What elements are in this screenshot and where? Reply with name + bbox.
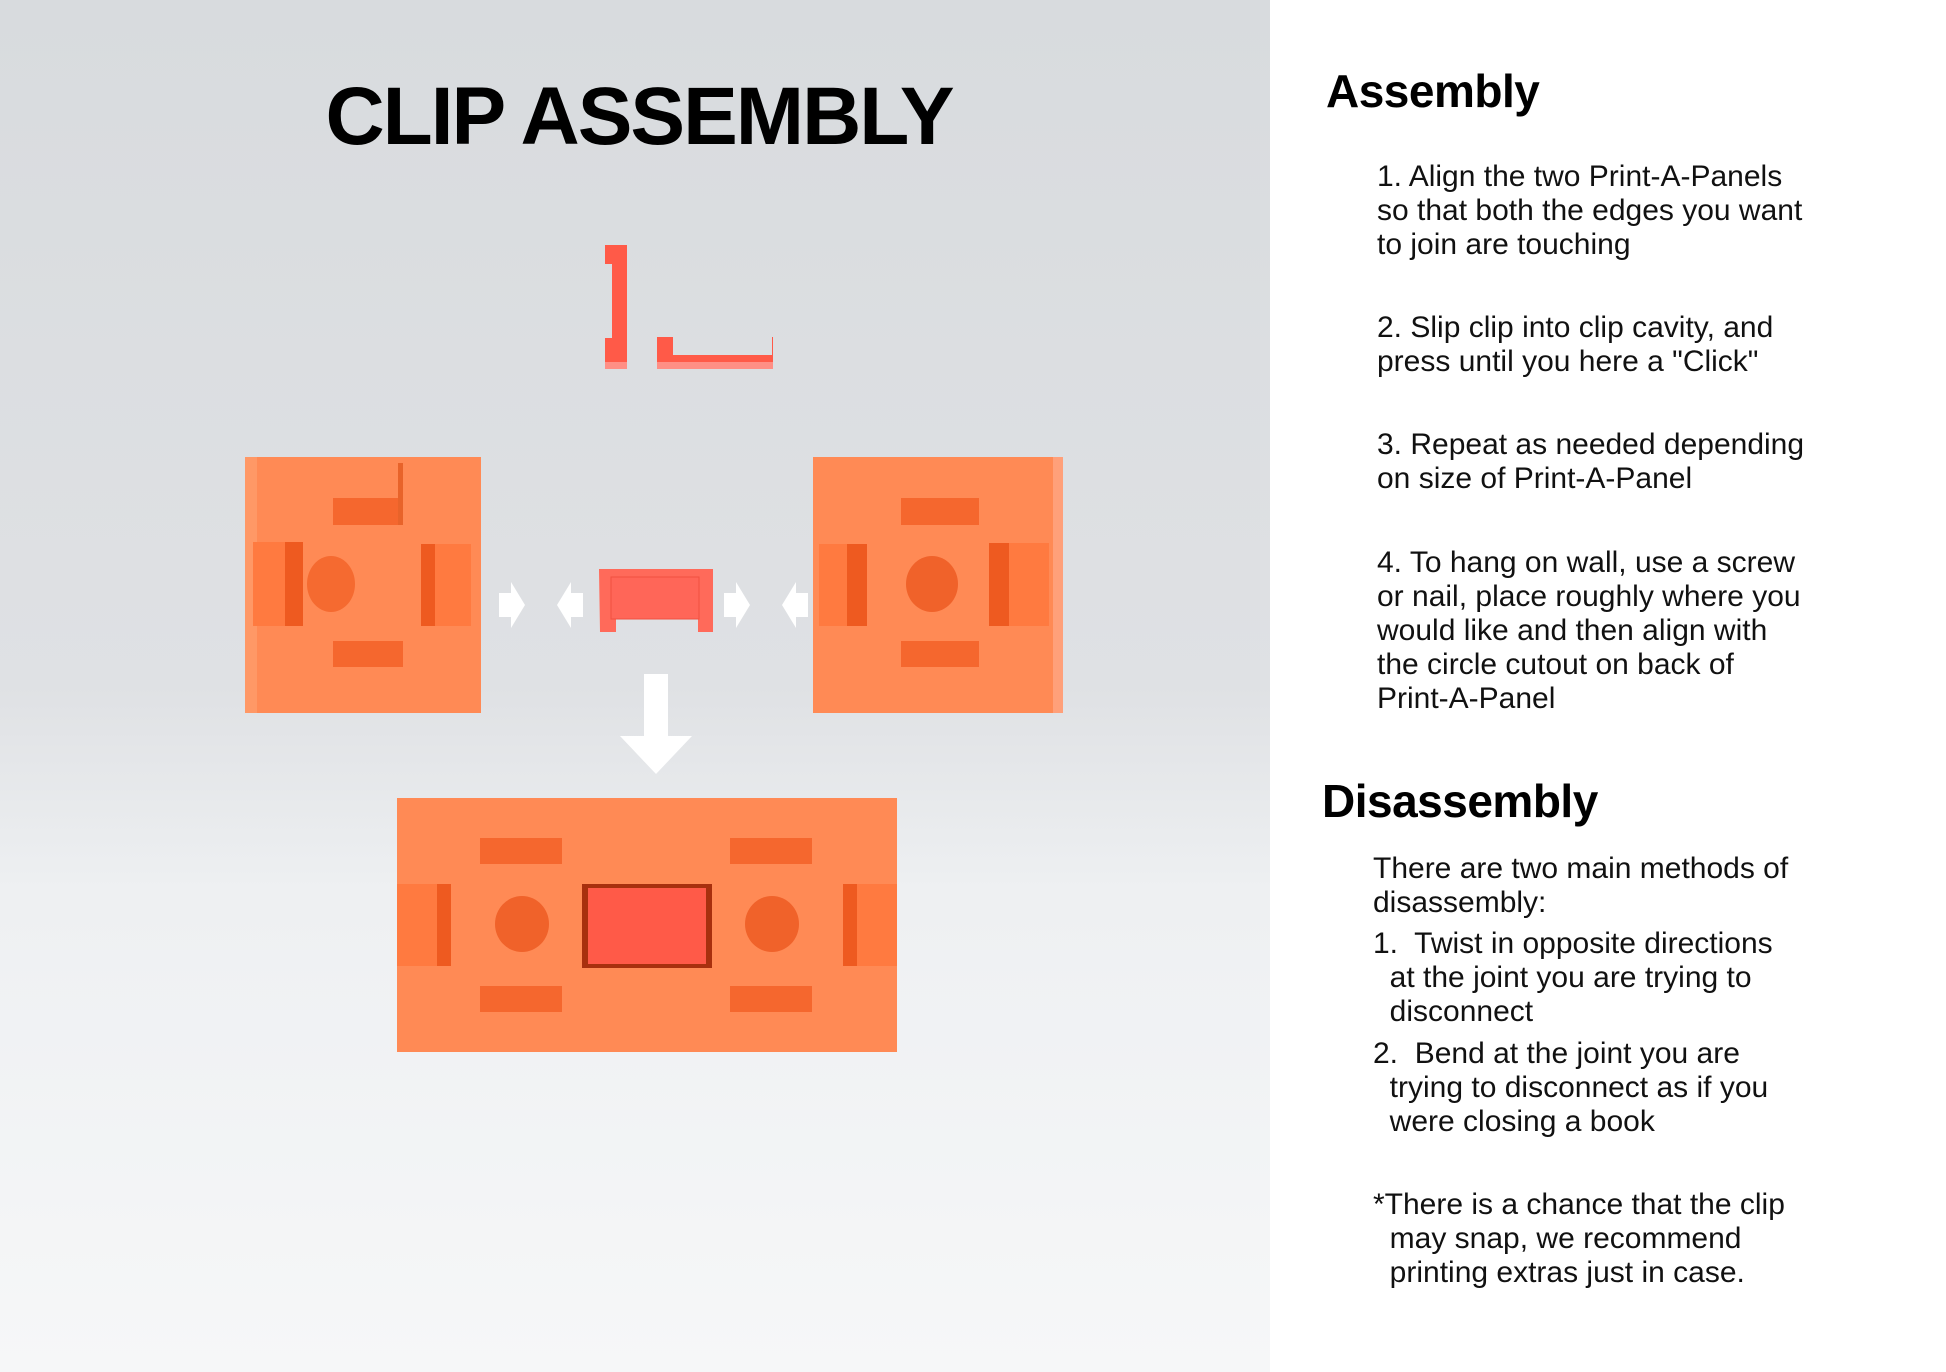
assembly-step: 3. Repeat as needed depending on size of… <box>1377 428 1805 495</box>
disassembly-heading: Disassembly <box>1322 775 1598 827</box>
page-title: CLIP ASSEMBLY <box>325 71 954 162</box>
disassembly-method: 2. Bend at the joint you are trying to d… <box>1373 1037 1769 1138</box>
push-arrows-left <box>499 582 583 628</box>
assembled-panels <box>397 798 897 1052</box>
assembly-heading: Assembly <box>1326 65 1540 117</box>
disassembly-note: *There is a chance that the clip may sna… <box>1373 1188 1785 1289</box>
instructions-panel: Assembly 1. Align the two Print-A-Panels… <box>1270 0 1946 1372</box>
assembly-step: 2. Slip clip into clip cavity, and press… <box>1377 311 1774 378</box>
assembly-step: 4. To hang on wall, use a screw or nail,… <box>1377 546 1801 715</box>
illustration-area: CLIP ASSEMBLY <box>0 0 1270 1372</box>
push-arrows-right <box>724 582 808 628</box>
print-a-panel-right <box>813 457 1063 713</box>
disassembly-intro: There are two main methods of disassembl… <box>1373 852 1789 919</box>
down-arrow-icon <box>620 674 692 774</box>
disassembly-method: 1. Twist in opposite directions at the j… <box>1373 927 1773 1028</box>
print-a-panel-left <box>245 457 481 713</box>
assembly-step: 1. Align the two Print-A-Panels so that … <box>1377 160 1803 261</box>
clip-front-view <box>599 569 713 632</box>
clip-profile-pieces <box>605 245 773 369</box>
